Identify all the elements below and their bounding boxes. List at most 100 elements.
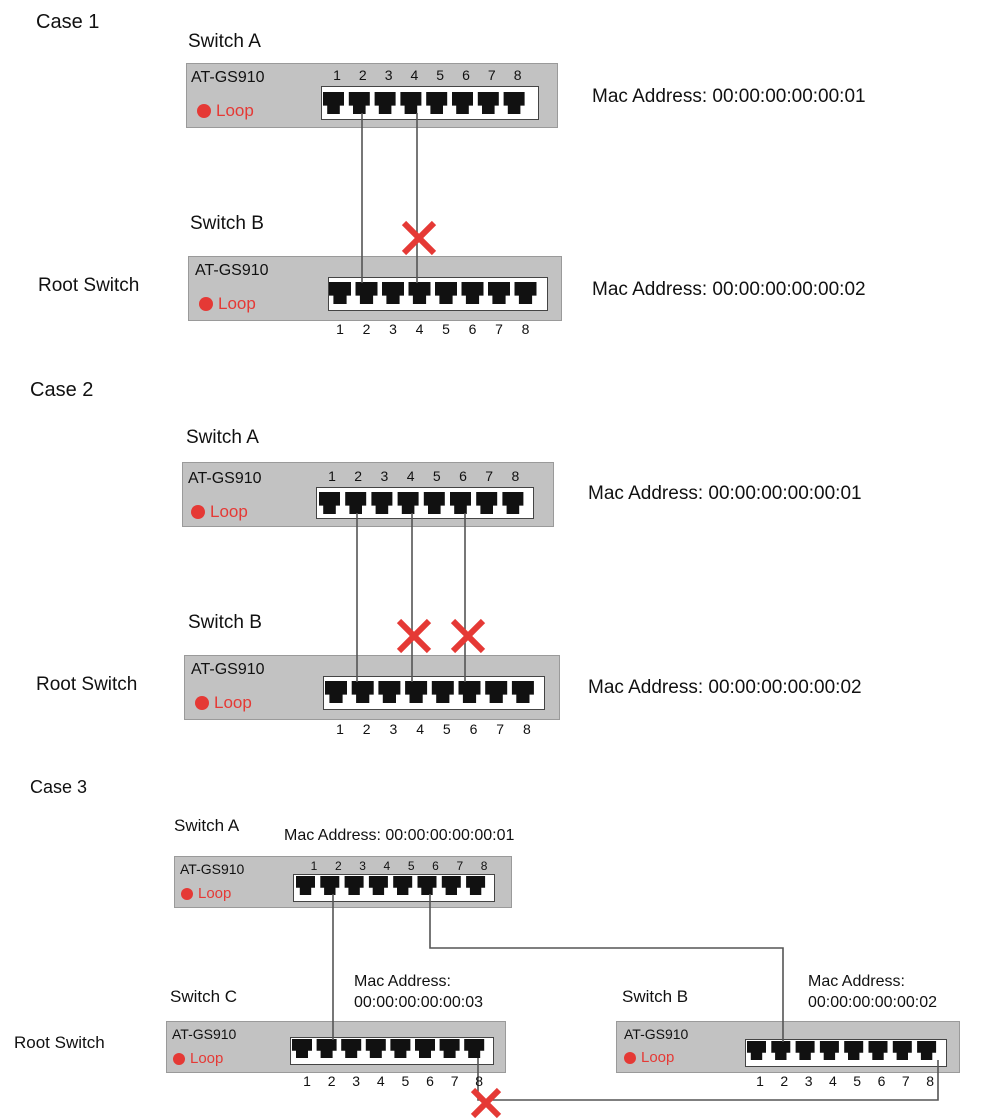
loop-led-icon bbox=[199, 296, 213, 311]
case-3-switch-c-label: Switch C bbox=[170, 987, 238, 1006]
loop-indicator: Loop bbox=[181, 886, 231, 901]
case-2-switch-a-port-2 bbox=[345, 492, 367, 514]
case-3-switch-a-port-2 bbox=[320, 876, 340, 895]
case-3-switch-a-port-number-7: 7 bbox=[456, 859, 464, 873]
loop-indicator: Loop bbox=[191, 503, 248, 520]
case-1-switch-b-port-7 bbox=[488, 282, 510, 304]
case-3-root-label: Root Switch bbox=[14, 1033, 105, 1052]
case-3-switch-c-mac: Mac Address: 00:00:00:00:00:03 bbox=[354, 972, 483, 1014]
case-3-switch-c-port-number-8: 8 bbox=[475, 1073, 484, 1089]
case-1-switch-a-label: Switch A bbox=[188, 31, 261, 52]
case-1-switch-b-port-8 bbox=[514, 282, 537, 304]
case-3-switch-b-port-number-5: 5 bbox=[853, 1073, 862, 1089]
case-2-switch-a-port-number-4: 4 bbox=[406, 468, 415, 484]
case-2-switch-a-port-number-7: 7 bbox=[485, 468, 494, 484]
case-2-switch-b-port-2 bbox=[351, 681, 374, 703]
case-1-switch-a-port-2 bbox=[348, 92, 370, 114]
case-3-switch-b-label: Switch B bbox=[622, 987, 689, 1006]
loop-label: Loop bbox=[210, 502, 248, 521]
case-1-switch-a-port-number-4: 4 bbox=[410, 67, 419, 83]
case-2-switch-a-port-4 bbox=[397, 492, 419, 514]
case-3-switch-a-port-8 bbox=[466, 876, 486, 895]
case-3-switch-c-port-number-5: 5 bbox=[401, 1073, 410, 1089]
case-1-switch-a-port-number-8: 8 bbox=[513, 67, 522, 83]
case-3-switch-b-port-4 bbox=[819, 1041, 839, 1060]
case-1-switch-b-port-3 bbox=[382, 282, 404, 304]
loop-label: Loop bbox=[641, 1049, 675, 1066]
case-3-switch-c-port-number-3: 3 bbox=[352, 1073, 361, 1089]
loop-label: Loop bbox=[218, 294, 256, 313]
mac-label: Mac Address: bbox=[354, 973, 451, 990]
case-1-switch-b-port-5 bbox=[435, 282, 457, 304]
case-1-switch-b-port-number-4: 4 bbox=[415, 321, 424, 337]
case-1-switch-a: AT-GS910 Loop bbox=[186, 63, 558, 128]
case-3-title: Case 3 bbox=[30, 777, 88, 797]
model-label: AT-GS910 bbox=[191, 69, 265, 86]
mac-value: 00:00:00:00:00:02 bbox=[808, 993, 938, 1011]
case-3-switch-b-port-number-6: 6 bbox=[877, 1073, 886, 1089]
case-1-switch-b-port-number-1: 1 bbox=[336, 321, 344, 337]
case-1-title: Case 1 bbox=[36, 11, 100, 33]
case-3-switch-a-port-1 bbox=[296, 876, 315, 895]
loop-indicator: Loop bbox=[197, 102, 254, 119]
case-3-switch-a-port-number-2: 2 bbox=[334, 859, 342, 873]
case-1-switch-b-port-2 bbox=[355, 282, 378, 304]
case-3-switch-c-port-7 bbox=[439, 1039, 460, 1058]
case-2-switch-a-port-number-5: 5 bbox=[432, 468, 441, 484]
case-3-switch-a-port-number-3: 3 bbox=[359, 859, 366, 873]
case-1-switch-b-mac: Mac Address: 00:00:00:00:00:02 bbox=[592, 279, 866, 300]
case-3-switch-c-port-4 bbox=[365, 1039, 386, 1058]
case-3-switch-a-port-7 bbox=[441, 876, 461, 895]
case-3-switch-b-port-8 bbox=[917, 1041, 937, 1060]
case-2-switch-b-port-number-8: 8 bbox=[522, 721, 531, 737]
case-1-switch-a-port-number-2: 2 bbox=[358, 67, 367, 83]
case-3-switch-b-port-1 bbox=[747, 1041, 766, 1060]
case-3-switch-c-port-number-4: 4 bbox=[376, 1073, 385, 1089]
case-3-switch-a-port-number-5: 5 bbox=[407, 859, 415, 873]
case-3-switch-b-port-7 bbox=[892, 1041, 912, 1060]
case-3-switch-b-port-number-7: 7 bbox=[901, 1073, 910, 1089]
case-3-switch-c-port-number-2: 2 bbox=[327, 1073, 336, 1089]
case-3-switch-a-mac: Mac Address: 00:00:00:00:00:01 bbox=[284, 827, 515, 844]
case-1-switch-b-label: Switch B bbox=[190, 213, 264, 234]
loop-led-icon bbox=[181, 887, 193, 900]
loop-label: Loop bbox=[190, 1050, 224, 1067]
case-3-switch-b-port-number-1: 1 bbox=[756, 1073, 764, 1089]
case-2-switch-a-port-number-3: 3 bbox=[380, 468, 389, 484]
case-2-switch-b-port-number-5: 5 bbox=[442, 721, 451, 737]
case-3-switch-c-port-number-7: 7 bbox=[450, 1073, 459, 1089]
case-2-switch-b-port-7 bbox=[485, 681, 508, 703]
loop-led-icon bbox=[195, 695, 209, 710]
model-label: AT-GS910 bbox=[188, 470, 262, 487]
mac-value: 00:00:00:00:00:03 bbox=[354, 993, 484, 1011]
case-2-switch-a-mac: Mac Address: 00:00:00:00:00:01 bbox=[588, 483, 862, 504]
case-3-switch-c-port-3 bbox=[341, 1039, 362, 1058]
case-2-switch-a-port-number-8: 8 bbox=[511, 468, 520, 484]
case-2-switch-b-port-number-3: 3 bbox=[389, 721, 398, 737]
case-1-switch-a-port-number-5: 5 bbox=[436, 67, 445, 83]
case-1-switch-b-port-number-5: 5 bbox=[442, 321, 450, 337]
loop-led-icon bbox=[624, 1051, 636, 1064]
case-3-switch-b-port-number-3: 3 bbox=[804, 1073, 813, 1089]
case-3-switch-b-port-number-8: 8 bbox=[926, 1073, 934, 1089]
case-3-switch-c-port-5 bbox=[390, 1039, 411, 1058]
case-3-blocked-x bbox=[470, 1087, 502, 1119]
case-3-switch-c-port-1 bbox=[292, 1039, 312, 1058]
case-2-switch-b-port-6 bbox=[458, 681, 481, 703]
case-2-switch-b-port-4 bbox=[405, 681, 428, 703]
model-label: AT-GS910 bbox=[624, 1026, 689, 1042]
case-3-switch-b-port-number-2: 2 bbox=[780, 1073, 789, 1089]
case-1-switch-a-port-number-3: 3 bbox=[384, 67, 393, 83]
case-1-switch-b-port-number-3: 3 bbox=[389, 321, 397, 337]
case-3-switch-a-port-3 bbox=[344, 876, 364, 895]
loop-label: Loop bbox=[216, 101, 254, 120]
case-3-cable-c-to-b bbox=[477, 1058, 939, 1101]
case-1-switch-a-port-number-1: 1 bbox=[333, 67, 341, 83]
case-1-switch-b-port-number-8: 8 bbox=[521, 321, 530, 337]
case-3-switch-b-port-3 bbox=[795, 1041, 815, 1060]
case-1-switch-a-port-number-7: 7 bbox=[487, 67, 496, 83]
case-2-blocked-x-port-6 bbox=[450, 618, 486, 654]
loop-indicator: Loop bbox=[624, 1050, 674, 1065]
case-3-switch-a-port-4 bbox=[368, 876, 388, 895]
